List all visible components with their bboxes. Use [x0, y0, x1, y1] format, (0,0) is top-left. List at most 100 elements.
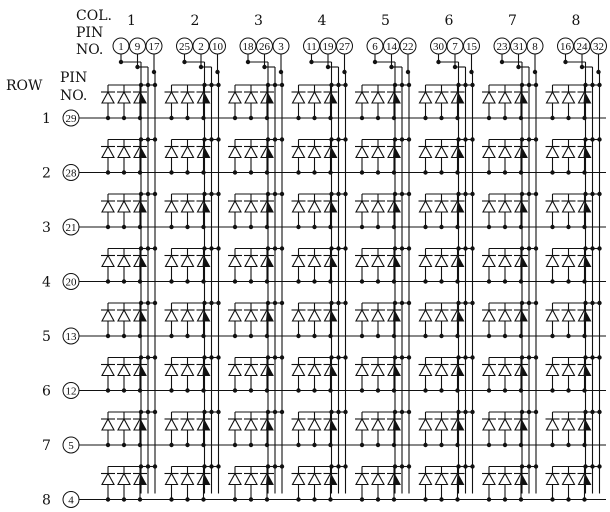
- led-diode-filled: [228, 145, 242, 159]
- junction-dot: [423, 224, 428, 230]
- junction-dot: [312, 115, 317, 121]
- junction-dot: [232, 388, 238, 393]
- junction-dot: [264, 442, 270, 448]
- junction-dot: [582, 170, 587, 175]
- junction-dot: [406, 82, 412, 88]
- junction-dot: [455, 115, 460, 121]
- col-number-2: 2: [191, 13, 200, 29]
- col-pin-number: 25: [179, 41, 191, 53]
- junction-dot: [502, 333, 508, 339]
- col-number-1: 1: [127, 13, 136, 29]
- led-diode-shade: [393, 310, 400, 321]
- col-pin-number: 3: [278, 41, 284, 53]
- junction-dot: [375, 279, 381, 284]
- junction-dot: [597, 409, 602, 415]
- junction-dot: [343, 355, 348, 360]
- led-diode-hollow: [307, 145, 322, 159]
- junction-dot: [518, 170, 524, 175]
- led-diode-shade: [266, 473, 273, 485]
- junction-dot: [502, 115, 508, 121]
- col-pin-number: 2: [198, 41, 204, 53]
- led-diode-hollow: [498, 199, 512, 213]
- junction-dot: [391, 388, 397, 393]
- led-diode-filled: [418, 363, 433, 377]
- led-diode-shade: [393, 473, 400, 485]
- led-diode-hollow: [434, 308, 449, 322]
- junction-dot: [152, 300, 158, 306]
- led-diode-hollow: [434, 363, 449, 377]
- junction-dot: [185, 170, 190, 175]
- led-diode-shade: [202, 146, 210, 158]
- led-diode-shade: [393, 255, 400, 267]
- row-pin-number: 12: [66, 386, 77, 398]
- junction-dot: [359, 115, 365, 121]
- junction-dot: [375, 170, 381, 175]
- junction-dot: [201, 279, 206, 284]
- col-pin-number: 17: [149, 41, 161, 53]
- col-pin-number: 10: [212, 41, 224, 53]
- junction-dot: [550, 170, 555, 175]
- junction-dot: [185, 115, 190, 121]
- led-diode-filled: [418, 90, 433, 104]
- led-diode-filled: [545, 145, 560, 159]
- junction-dot: [391, 170, 397, 175]
- led-diode-shade: [139, 201, 146, 212]
- junction-dot: [455, 279, 460, 284]
- junction-dot: [185, 497, 190, 502]
- col-pin-number: 23: [497, 41, 509, 53]
- junction-dot: [278, 69, 284, 75]
- led-diode-hollow: [244, 199, 258, 213]
- junction-dot: [137, 279, 143, 284]
- junction-dot: [328, 388, 333, 393]
- junction-dot: [359, 333, 365, 339]
- led-diode-shade: [456, 92, 464, 103]
- junction-dot: [359, 224, 365, 230]
- junction-dot: [216, 137, 221, 142]
- led-diode-shade: [329, 146, 337, 158]
- junction-dot: [597, 137, 602, 142]
- junction-dot: [312, 388, 317, 393]
- junction-dot: [312, 497, 317, 502]
- led-diode-shade: [456, 201, 464, 212]
- junction-dot: [439, 115, 444, 121]
- junction-dot: [185, 224, 190, 230]
- junction-dot: [137, 388, 143, 393]
- junction-dot: [201, 224, 206, 230]
- led-diode-shade: [139, 255, 146, 267]
- junction-dot: [296, 279, 301, 284]
- junction-dot: [245, 59, 251, 65]
- col-pin-number: 19: [323, 41, 335, 53]
- junction-dot: [423, 115, 428, 121]
- junction-dot: [389, 64, 394, 70]
- junction-dot: [375, 388, 381, 393]
- led-diode-shade: [139, 146, 146, 158]
- led-diode-filled: [418, 472, 433, 486]
- junction-dot: [105, 170, 111, 175]
- junction-dot: [312, 224, 317, 230]
- junction-dot: [137, 224, 143, 230]
- led-diode-filled: [291, 308, 306, 322]
- junction-dot: [423, 333, 428, 339]
- junction-dot: [121, 224, 127, 230]
- junction-dot: [502, 279, 508, 284]
- junction-dot: [439, 224, 444, 230]
- led-diode-filled: [355, 145, 369, 159]
- led-diode-hollow: [180, 363, 195, 377]
- junction-dot: [502, 497, 508, 502]
- junction-dot: [264, 497, 270, 502]
- led-diode-hollow: [371, 199, 385, 213]
- junction-dot: [248, 497, 254, 502]
- led-diode-hollow: [371, 145, 385, 159]
- col-pin-number: 15: [466, 41, 478, 53]
- junction-dot: [312, 442, 317, 448]
- led-diode-shade: [139, 473, 146, 485]
- led-diode-hollow: [117, 145, 131, 159]
- led-diode-hollow: [498, 363, 512, 377]
- led-diode-shade: [456, 473, 464, 485]
- row-number-3: 3: [42, 220, 51, 236]
- led-diode-filled: [291, 199, 306, 213]
- junction-dot: [455, 442, 460, 448]
- junction-dot: [423, 279, 428, 284]
